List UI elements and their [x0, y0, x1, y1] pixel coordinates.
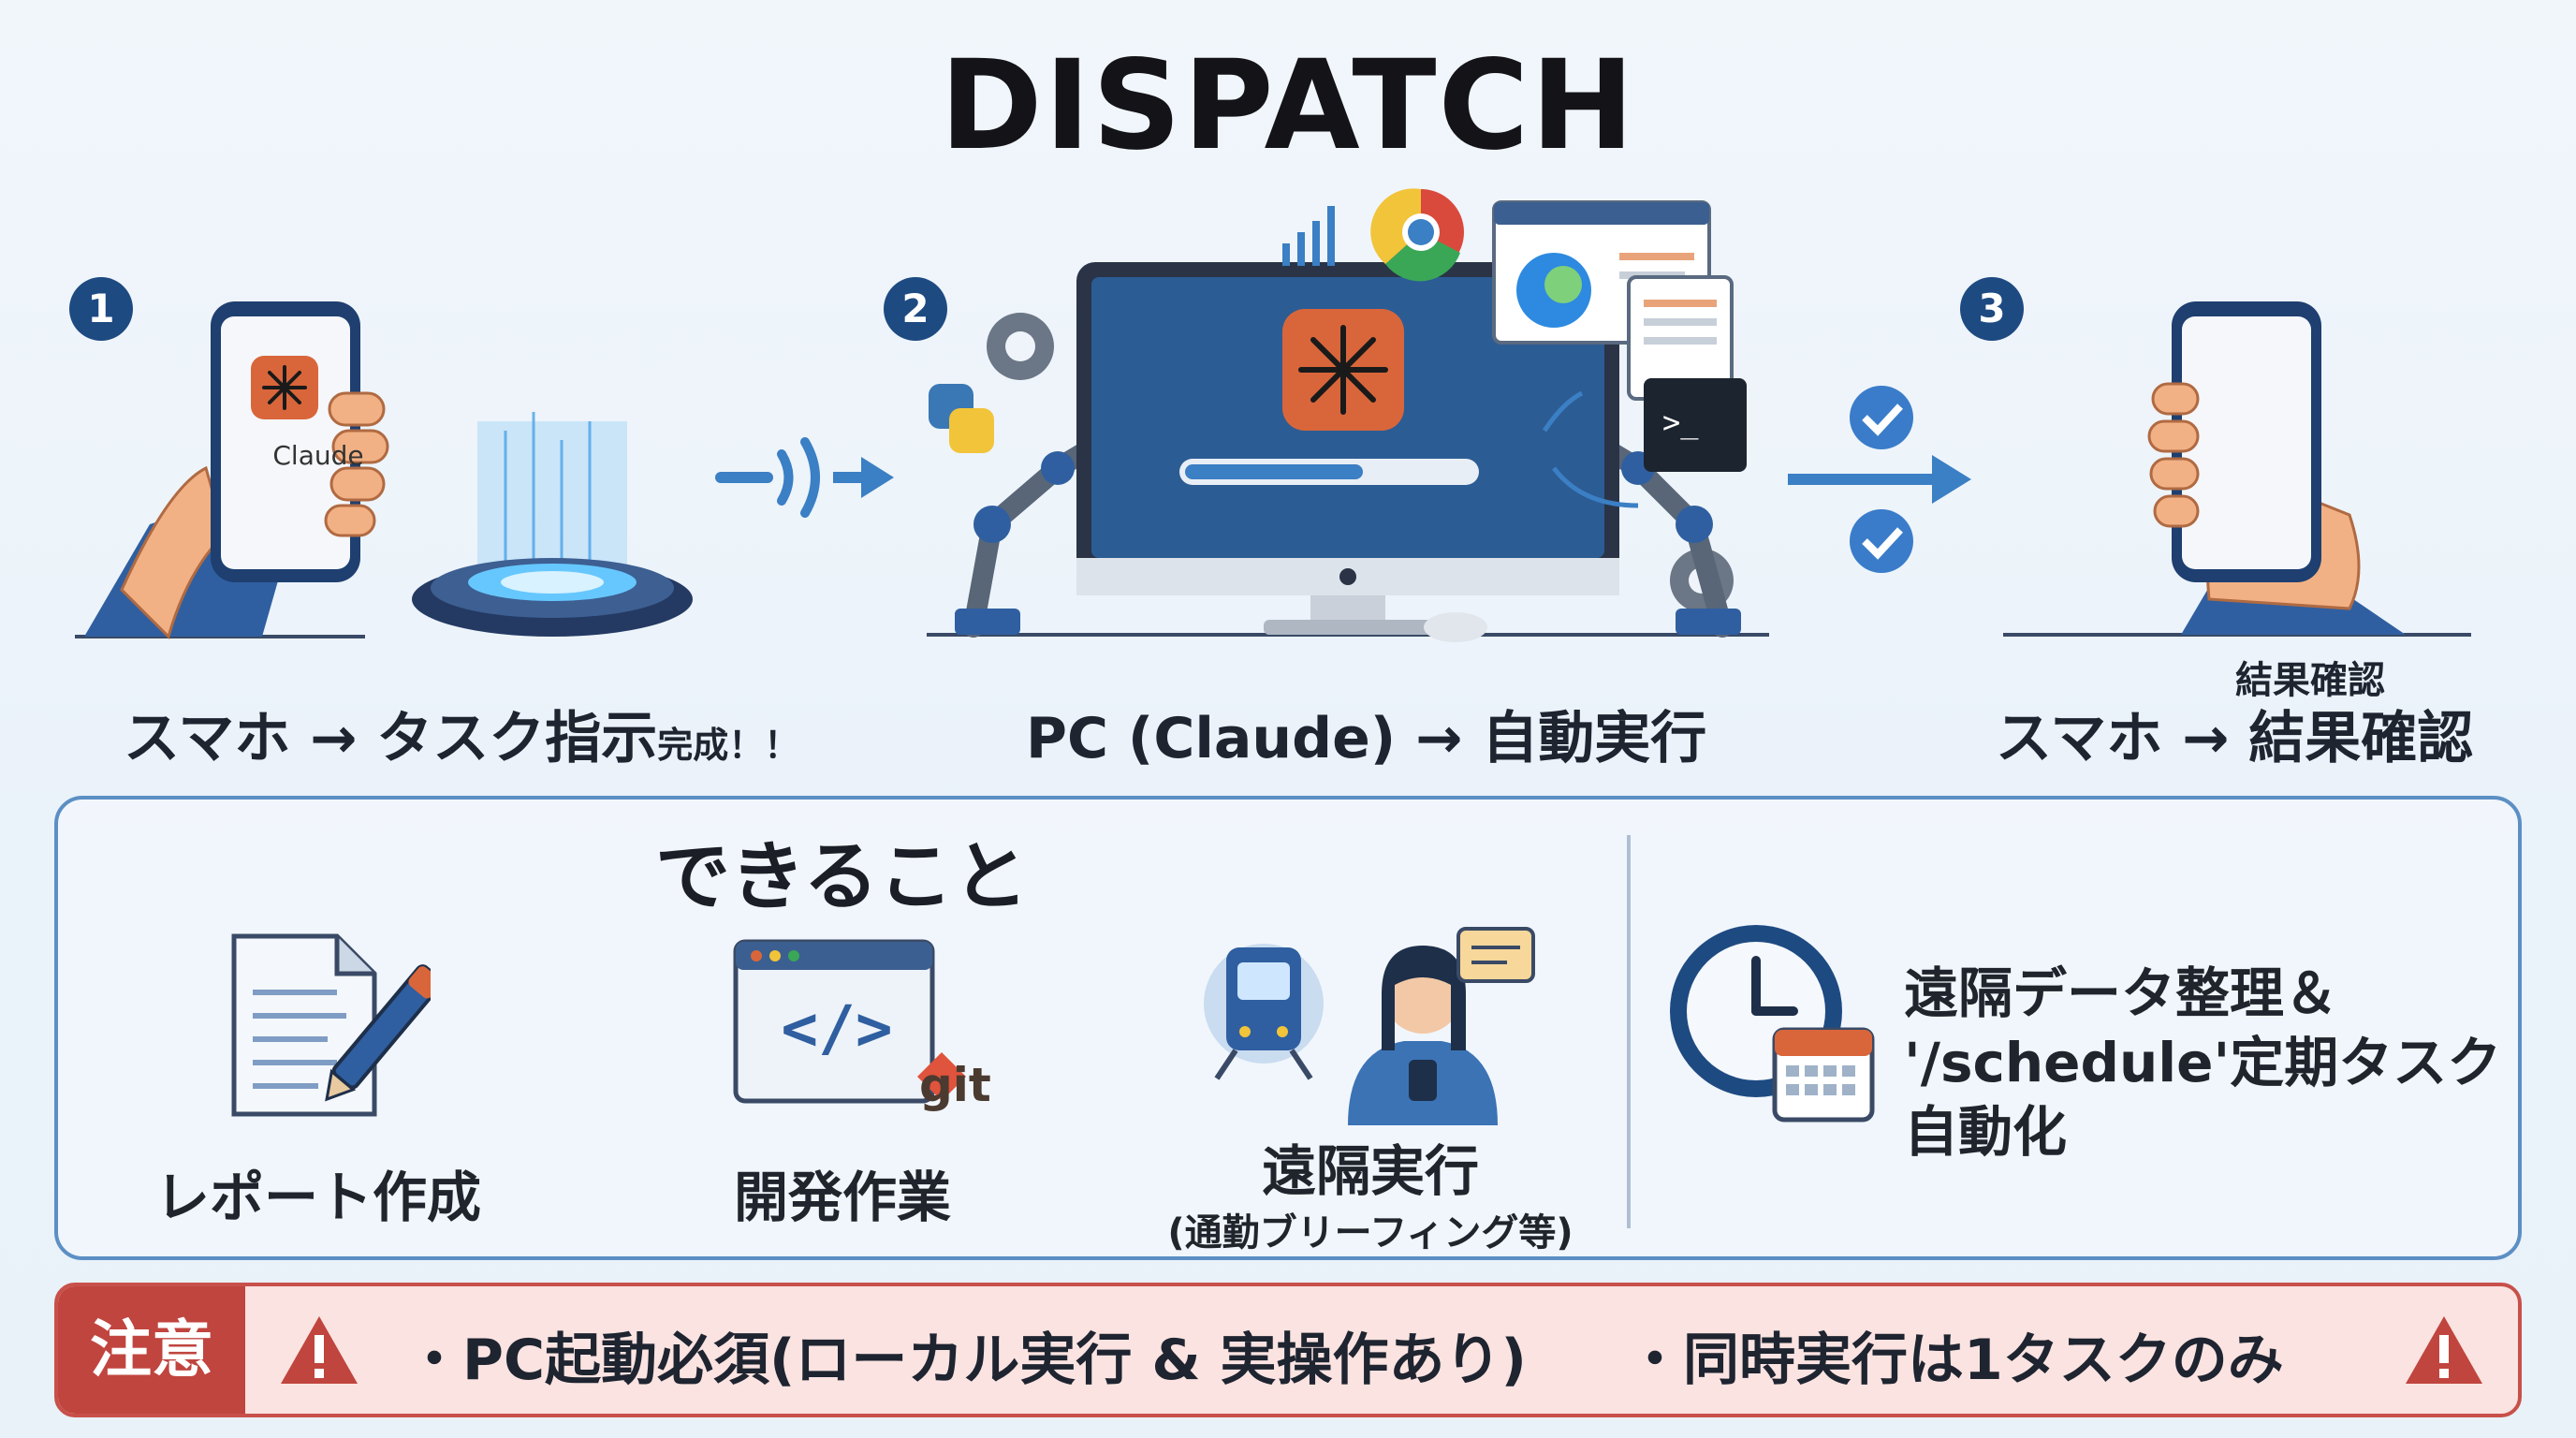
notice-item: ・同時実行は1タスクのみ: [1627, 1328, 2284, 1393]
chrome-icon: [1370, 188, 1464, 282]
capability-report-label: レポート作成: [154, 1166, 481, 1229]
phone-in-hand-illustration: [75, 301, 693, 639]
git-label: git: [919, 1058, 991, 1112]
panel-divider: [1627, 835, 1631, 1228]
capability-remote-sub: (通勤ブリーフィング等): [1167, 1211, 1573, 1255]
code-symbol: </>: [781, 992, 893, 1064]
warning-icon: [2406, 1316, 2482, 1384]
feature-line: 遠隔データ整理＆: [1904, 961, 2339, 1025]
terminal-prompt: >_: [1662, 404, 1699, 440]
phone-result-illustration: [2003, 301, 2471, 637]
gear-icon: [987, 313, 1054, 380]
step-3-badge: 3: [1960, 277, 2024, 341]
feature-line: 自動化: [1904, 1100, 2068, 1164]
report-edit-icon: [231, 933, 431, 1117]
step-2-badge: 2: [884, 277, 947, 341]
notice-tag: 注意: [58, 1286, 245, 1414]
capabilities-title: できること: [655, 833, 1029, 920]
check-icon: [1850, 509, 1913, 573]
terminal-icon: [1644, 378, 1747, 472]
capability-remote-label: 遠隔実行: [1261, 1139, 1479, 1203]
remote-commute-icon: [1204, 927, 1535, 1125]
capability-dev-label: 開発作業: [733, 1166, 951, 1229]
signal-arrow-icon: [715, 437, 894, 518]
step-3-caption: スマホ → 結果確認: [1996, 706, 2474, 771]
notice-bar: 注意: [54, 1283, 2522, 1417]
step-3-caption-above: 結果確認: [2235, 659, 2385, 702]
step-2-caption: PC (Claude) → 自動実行: [1026, 706, 1707, 771]
git-icon: [917, 1052, 966, 1101]
chat-bubble-icon: [1456, 927, 1535, 983]
clock-calendar-icon: [1670, 925, 1875, 1123]
warning-icon: [281, 1316, 358, 1384]
pc-automation-illustration: >_: [927, 188, 1769, 642]
feature-line: '/schedule'定期タスク: [1904, 1031, 2502, 1094]
schedule-feature-text: 遠隔データ整理＆ '/schedule'定期タスク 自動化: [1904, 959, 2501, 1167]
check-icon: [1850, 386, 1913, 449]
page-title: DISPATCH: [940, 34, 1636, 178]
phone-app-label: Claude: [272, 440, 364, 471]
notice-item: ・PC起動必須(ローカル実行 & 実操作あり): [406, 1328, 1527, 1393]
step-1-badge: 1: [69, 277, 133, 341]
code-window-icon: [733, 939, 966, 1104]
step-1-caption: スマホ → タスク指示完成！！: [124, 706, 800, 771]
result-arrow-icon: [1788, 386, 1971, 573]
